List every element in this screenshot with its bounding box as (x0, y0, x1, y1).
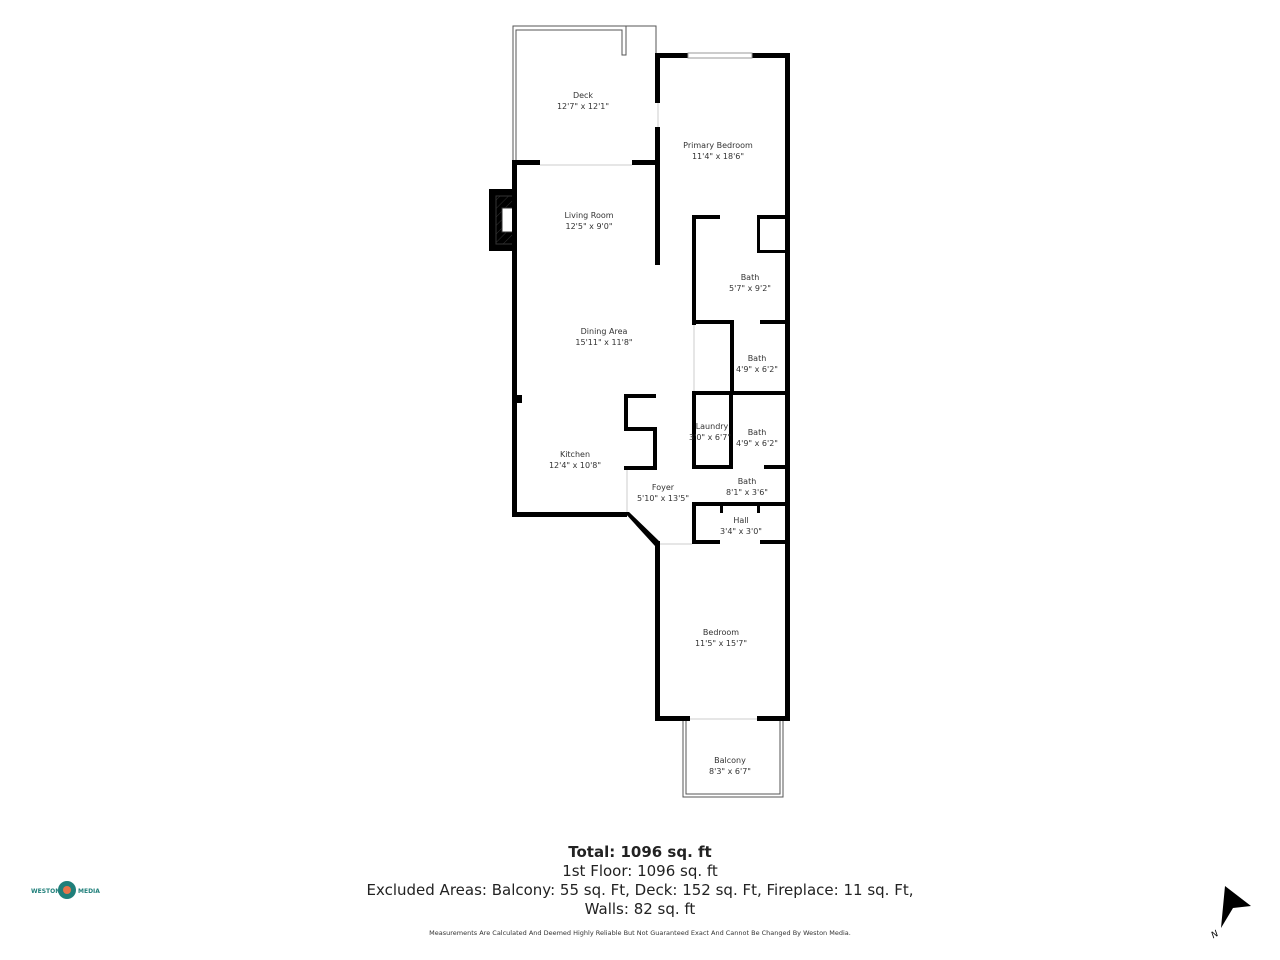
deck-outline (512, 25, 657, 166)
total-area: Total: 1096 sq. ft (568, 843, 712, 861)
room-dims: 5'7" x 9'2" (729, 284, 771, 293)
room-dims: 15'11" x 11'8" (575, 338, 632, 347)
room-name: Bedroom (703, 628, 739, 637)
svg-text:MEDIA: MEDIA (78, 888, 100, 895)
room-labels: Deck 12'7" x 12'1" Primary Bedroom 11'4"… (549, 91, 778, 776)
room-name: Bath (748, 354, 767, 363)
room-name: Hall (733, 516, 748, 525)
room-name: Bath (738, 477, 757, 486)
room-name: Deck (573, 91, 593, 100)
room-dims: 8'3" x 6'7" (709, 767, 751, 776)
room-dims: 8'1" x 3'6" (726, 488, 768, 497)
room-name: Living Room (564, 211, 613, 220)
room-dims: 5'10" x 13'5" (637, 494, 689, 503)
room-name: Bath (741, 273, 760, 282)
room-name: Bath (748, 428, 767, 437)
weston-media-logo: WESTON MEDIA (31, 881, 100, 899)
area-summary: Total: 1096 sq. ft 1st Floor: 1096 sq. f… (340, 843, 940, 919)
room-name: Laundry (696, 422, 729, 431)
fireplace (489, 189, 515, 251)
room-dims: 3'0" x 6'7" (689, 433, 731, 442)
balcony-outline (682, 720, 784, 798)
room-dims: 4'9" x 6'2" (736, 439, 778, 448)
room-name: Dining Area (581, 327, 628, 336)
room-name: Kitchen (560, 450, 590, 459)
room-name: Balcony (714, 756, 746, 765)
windows (626, 52, 757, 720)
disclaimer: Measurements Are Calculated And Deemed H… (429, 929, 851, 937)
walls (512, 53, 790, 721)
walls-area: Walls: 82 sq. ft (584, 900, 696, 918)
north-arrow-icon: N (1210, 886, 1251, 941)
floor-area: 1st Floor: 1096 sq. ft (562, 862, 718, 880)
room-dims: 12'4" x 10'8" (549, 461, 601, 470)
svg-text:WESTON: WESTON (31, 888, 60, 895)
room-dims: 4'9" x 6'2" (736, 365, 778, 374)
excluded-areas: Excluded Areas: Balcony: 55 sq. Ft, Deck… (366, 881, 914, 899)
room-name: Foyer (652, 483, 675, 492)
room-dims: 11'4" x 18'6" (692, 152, 744, 161)
floor-plan: Deck 12'7" x 12'1" Primary Bedroom 11'4"… (489, 25, 790, 798)
room-dims: 11'5" x 15'7" (695, 639, 747, 648)
room-dims: 3'4" x 3'0" (720, 527, 762, 536)
room-name: Primary Bedroom (683, 141, 753, 150)
room-dims: 12'7" x 12'1" (557, 102, 609, 111)
compass-label: N (1210, 929, 1221, 941)
room-dims: 12'5" x 9'0" (565, 222, 612, 231)
